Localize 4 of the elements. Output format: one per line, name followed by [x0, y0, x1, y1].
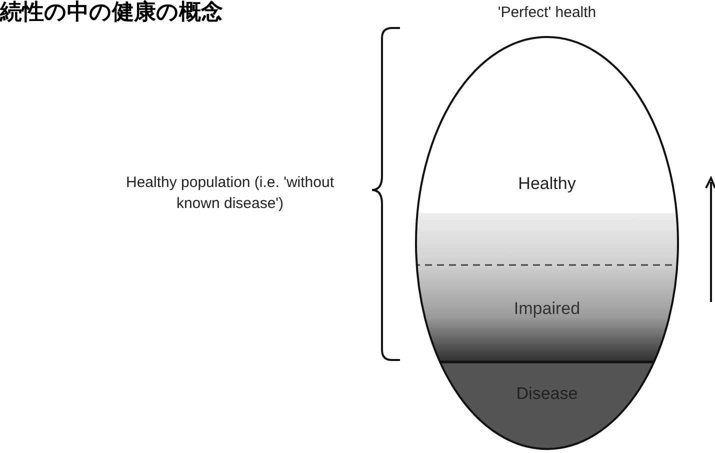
heading-text: 'Perfect' health [498, 4, 596, 21]
zone-label: Healthy [518, 174, 576, 193]
zone-label: Impaired [514, 299, 580, 318]
group-label: Healthy population (i.e. 'without known disease') [125, 173, 335, 214]
